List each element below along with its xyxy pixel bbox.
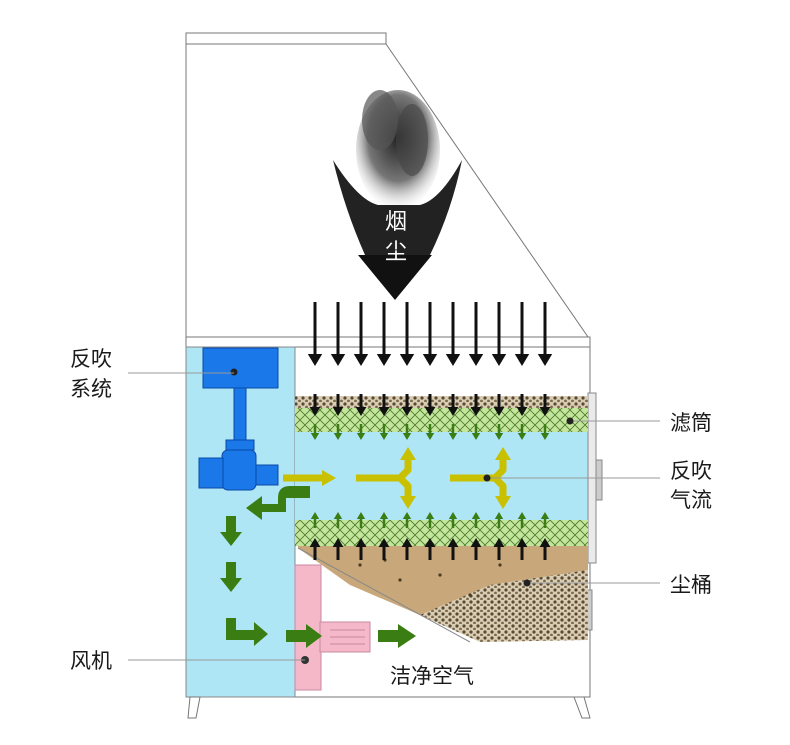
airflow-arrow-down-head: [537, 354, 553, 366]
label-dust-bin: 尘桶: [670, 573, 712, 597]
filter-cartridge-bottom: [295, 520, 588, 546]
smoke-cloud: [333, 90, 462, 300]
label-backflush-airflow-line2: 气流: [670, 488, 712, 512]
green-arrow-up-head: [494, 512, 504, 519]
filter-arrow-up-head: [401, 538, 413, 547]
label-backflush-system-line1: 反吹: [70, 347, 112, 371]
filter-inflow-arrows-bottom: [309, 538, 551, 560]
green-arrow-down-head: [310, 433, 320, 440]
filtered-air-arrows: [310, 424, 550, 528]
label-filter-cartridge: 滤筒: [670, 411, 712, 435]
filter-arrow-down-head: [447, 407, 459, 416]
leader-dots: [483, 417, 574, 587]
green-arrow-up-head: [356, 512, 366, 519]
filter-cartridge-top: [295, 396, 588, 432]
green-arrow-down-head: [471, 433, 481, 440]
green-arrow-up-head: [425, 512, 435, 519]
backflush-airflow-arrows: [283, 447, 511, 509]
green-arrow-up-head: [517, 512, 527, 519]
filter-arrow-up-head: [516, 538, 528, 547]
label-smoke-line2: 尘: [384, 240, 407, 265]
backflush-device: [198, 347, 279, 491]
airflow-arrow-down-head: [445, 354, 461, 366]
green-arrow-up-head: [333, 512, 343, 519]
airflow-arrow-down-head: [399, 354, 415, 366]
airflow-arrow-down-head: [307, 354, 323, 366]
leader-lines: [128, 372, 660, 661]
green-arrow-down-head: [379, 433, 389, 440]
filter-arrow-up-head: [447, 538, 459, 547]
filter-arrow-down-head: [332, 407, 344, 416]
filter-arrow-up-head: [355, 538, 367, 547]
green-arrow-up-head: [402, 512, 412, 519]
filter-arrow-down-head: [309, 407, 321, 416]
filter-arrow-down-head: [470, 407, 482, 416]
filter-inflow-arrows-top: [309, 394, 551, 416]
green-arrow-down-head: [494, 433, 504, 440]
filter-arrow-down-head: [424, 407, 436, 416]
green-arrow-down-head: [333, 433, 343, 440]
label-backflush-system-line2: 系统: [70, 377, 112, 401]
filter-arrow-up-head: [309, 538, 321, 547]
filter-arrow-down-head: [401, 407, 413, 416]
filter-arrow-up-head: [332, 538, 344, 547]
filter-arrow-down-head: [378, 407, 390, 416]
clean-air-flow-arrows: [220, 486, 416, 648]
dust-bin: [297, 545, 588, 643]
green-arrow-down-head: [448, 433, 458, 440]
airflow-arrow-down-head: [468, 354, 484, 366]
green-arrow-down-head: [402, 433, 412, 440]
green-arrow-up-head: [448, 512, 458, 519]
filter-arrow-up-head: [539, 538, 551, 547]
green-arrow-down-head: [517, 433, 527, 440]
airflow-arrow-down-head: [514, 354, 530, 366]
green-arrow-down-head: [425, 433, 435, 440]
filter-arrow-down-head: [493, 407, 505, 416]
filter-arrow-down-head: [355, 407, 367, 416]
filter-arrow-down-head: [539, 407, 551, 416]
filter-arrow-up-head: [470, 538, 482, 547]
label-smoke-line1: 烟: [384, 210, 407, 235]
label-clean-air: 洁净空气: [390, 664, 474, 688]
airflow-arrow-down-head: [422, 354, 438, 366]
incoming-airflow-arrows: [307, 302, 553, 366]
filter-arrow-up-head: [424, 538, 436, 547]
green-arrow-up-head: [471, 512, 481, 519]
green-arrow-up-head: [310, 512, 320, 519]
airflow-arrow-down-head: [491, 354, 507, 366]
green-arrow-down-head: [356, 433, 366, 440]
green-arrow-up-head: [540, 512, 550, 519]
filter-arrow-up-head: [378, 538, 390, 547]
label-fan: 风机: [70, 649, 112, 673]
airflow-arrow-down-head: [330, 354, 346, 366]
filter-arrow-up-head: [493, 538, 505, 547]
label-backflush-airflow-line1: 反吹: [670, 459, 712, 483]
green-arrow-up-head: [379, 512, 389, 519]
filter-arrow-down-head: [516, 407, 528, 416]
airflow-arrow-down-head: [376, 354, 392, 366]
green-arrow-down-head: [540, 433, 550, 440]
airflow-arrow-down-head: [353, 354, 369, 366]
